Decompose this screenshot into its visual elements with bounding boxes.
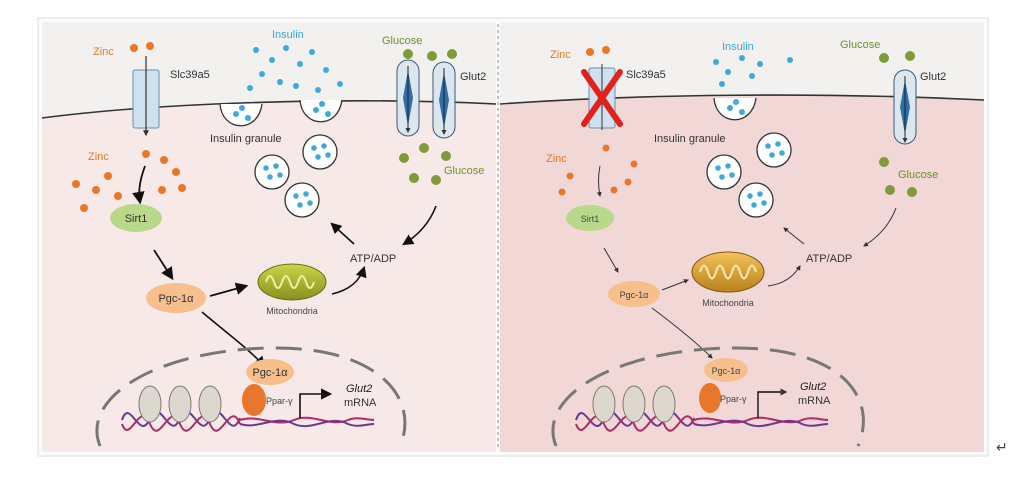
glut2-label: Glut2 — [460, 71, 486, 83]
left-panel-wild-type: Zinc Slc39a5 Insulin Insulin granule — [41, 22, 497, 452]
sirt1-label: Sirt1 — [125, 213, 148, 225]
mitochondria-label: Mitochondria — [702, 298, 754, 308]
atp-adp-label: ATP/ADP — [806, 253, 852, 265]
mitochondria-label: Mitochondria — [266, 306, 318, 316]
transcription-arrow — [299, 388, 333, 418]
transcription-arrow — [757, 388, 788, 418]
insulin-granule-label: Insulin granule — [210, 133, 282, 145]
mrna-label: mRNA — [344, 397, 377, 409]
insulin-granule — [706, 154, 742, 190]
insulin-molecules — [713, 55, 793, 87]
ppar-gamma-node — [699, 383, 721, 413]
zinc-label: Zinc — [550, 49, 571, 61]
mitochondria-organelle — [691, 251, 765, 293]
glucose-molecule — [427, 51, 437, 61]
nuclear-envelope — [95, 346, 407, 447]
zinc-ions-intracellular — [558, 144, 638, 196]
glucose-label: Glucose — [840, 39, 880, 51]
granule-exocytosis — [299, 99, 343, 123]
pgc1a-node — [146, 283, 206, 313]
zinc-ion — [130, 44, 138, 52]
cell-membrane — [41, 100, 497, 119]
chromatin-dna — [121, 385, 375, 432]
glut2-gene-label: Glut2 — [800, 381, 826, 393]
mrna-label: mRNA — [798, 395, 831, 407]
zinc-inside-label: Zinc — [546, 153, 567, 165]
insulin-granule — [756, 132, 792, 168]
nuclear-envelope — [551, 346, 865, 447]
insulin-granule — [254, 154, 290, 190]
insulin-granule — [302, 134, 338, 170]
glut2-transporter — [396, 59, 420, 137]
ppar-gamma-node — [242, 384, 266, 416]
pgc1a-nuclear-node — [246, 359, 294, 385]
pgc1a-label: Pgc-1α — [158, 293, 194, 305]
insulin-label: Insulin — [722, 41, 754, 53]
glut2-transporter — [432, 61, 456, 139]
glucose-molecule — [447, 49, 457, 59]
return-arrow-icon: ↵ — [996, 439, 1008, 455]
ppar-gamma-label: Ppar-γ — [266, 396, 293, 406]
sirt1-label: Sirt1 — [581, 214, 600, 224]
pgc1a-nuclear-label: Pgc-1α — [712, 366, 741, 376]
red-x-icon — [581, 69, 623, 127]
insulin-granule — [738, 182, 774, 218]
glut2-gene-label: Glut2 — [346, 383, 372, 395]
chromatin-dna — [575, 385, 829, 432]
slc39a5-label: Slc39a5 — [170, 69, 210, 81]
insulin-label: Insulin — [272, 29, 304, 41]
glut2-transporter — [893, 69, 917, 145]
glut2-label: Glut2 — [920, 71, 946, 83]
sirt1-node — [566, 205, 614, 231]
sirt1-node — [110, 204, 162, 232]
pgc1a-label: Pgc-1α — [620, 290, 649, 300]
insulin-molecules — [247, 45, 343, 93]
zinc-ions-intracellular — [72, 150, 186, 212]
right-panel-knockout: Zinc Slc39a5 Insulin Insulin granule — [499, 22, 985, 452]
insulin-granule — [284, 182, 320, 218]
pgc1a-node — [608, 281, 660, 307]
zinc-ion — [146, 42, 154, 50]
zinc-inside-label: Zinc — [88, 151, 109, 163]
atp-adp-label: ATP/ADP — [350, 253, 396, 265]
ppar-gamma-label: Ppar-γ — [720, 394, 747, 404]
slc39a5-label: Slc39a5 — [626, 69, 666, 81]
insulin-granule-label: Insulin granule — [654, 133, 726, 145]
glucose-inside-label: Glucose — [444, 165, 484, 177]
granule-exocytosis — [713, 97, 757, 121]
glucose-molecule — [403, 49, 413, 59]
pgc1a-nuclear-node — [704, 358, 748, 382]
glucose-label: Glucose — [382, 35, 422, 47]
granule-exocytosis — [219, 103, 263, 127]
glucose-inside-label: Glucose — [898, 169, 938, 181]
zinc-label: Zinc — [93, 46, 114, 58]
mitochondria-organelle — [257, 263, 327, 301]
pgc1a-nuclear-label: Pgc-1α — [252, 367, 288, 379]
